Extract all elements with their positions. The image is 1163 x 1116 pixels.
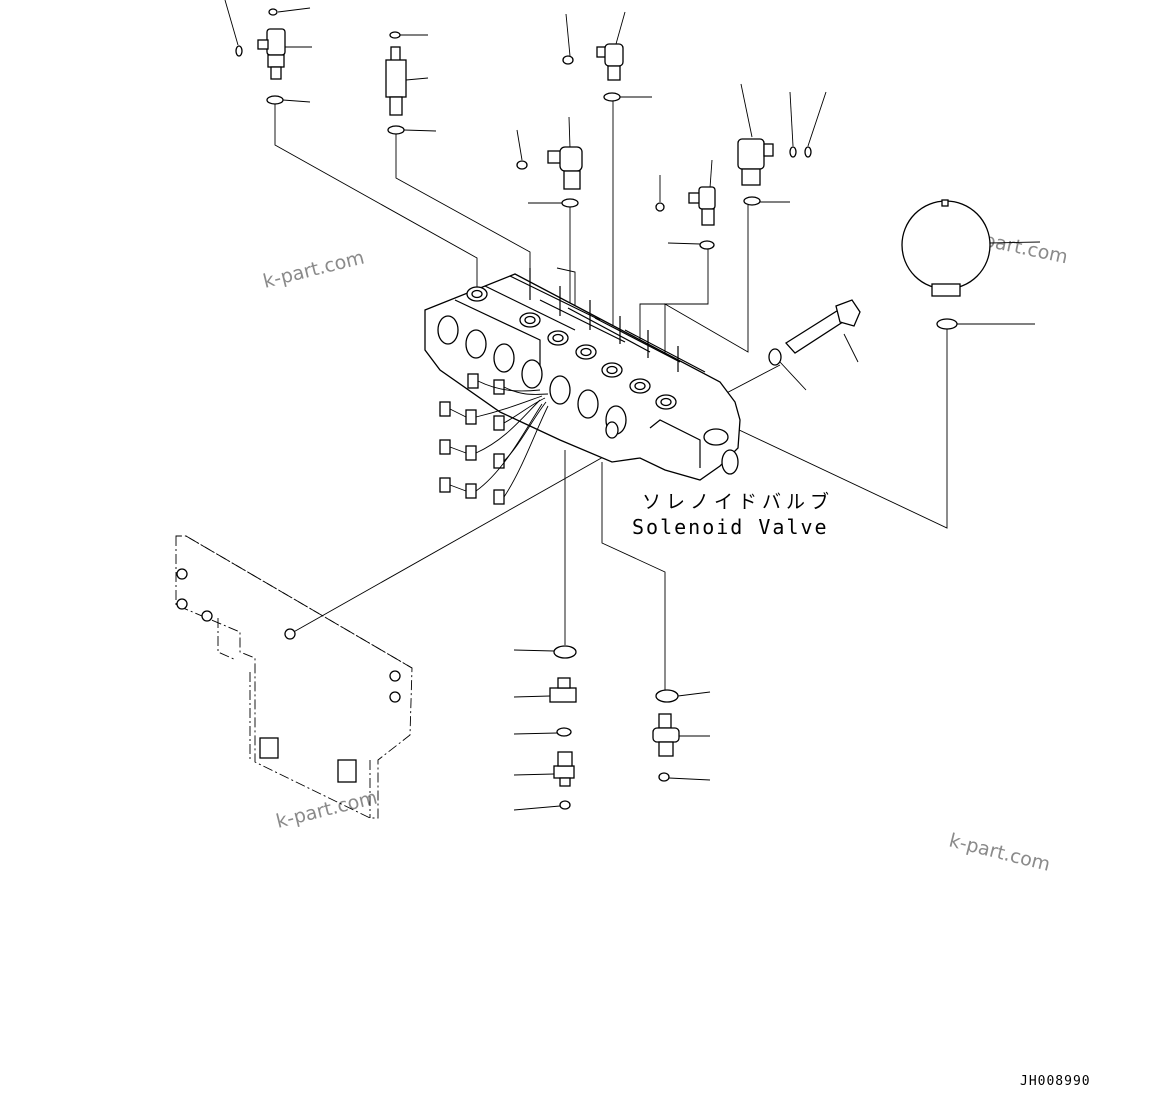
wire-connectors xyxy=(439,373,549,505)
elbow-fitting-right xyxy=(737,83,827,206)
watermark: k-part.com xyxy=(947,830,1053,876)
drawing-code: JH008990 xyxy=(1020,1074,1091,1089)
tee-fitting-top-left xyxy=(224,0,312,105)
elbow-fitting-small xyxy=(655,159,716,250)
watermark: k-part.com xyxy=(261,246,367,292)
elbow-fitting-top-center xyxy=(562,11,652,102)
bottom-fittings-right xyxy=(652,689,711,782)
bolt-and-washer xyxy=(768,299,861,391)
bottom-fittings-left xyxy=(513,645,577,811)
watermark: k-part.com xyxy=(274,786,380,832)
mounting-bracket xyxy=(175,535,413,819)
accumulator xyxy=(901,199,1041,330)
solenoid-valve-label-en: Solenoid Valve xyxy=(632,515,829,539)
check-valve xyxy=(385,31,437,135)
elbow-fitting-center-left xyxy=(516,116,583,208)
solenoid-valve-label-jp: ソレノイドバルブ xyxy=(642,490,834,513)
solenoid-valve-body xyxy=(424,268,741,481)
